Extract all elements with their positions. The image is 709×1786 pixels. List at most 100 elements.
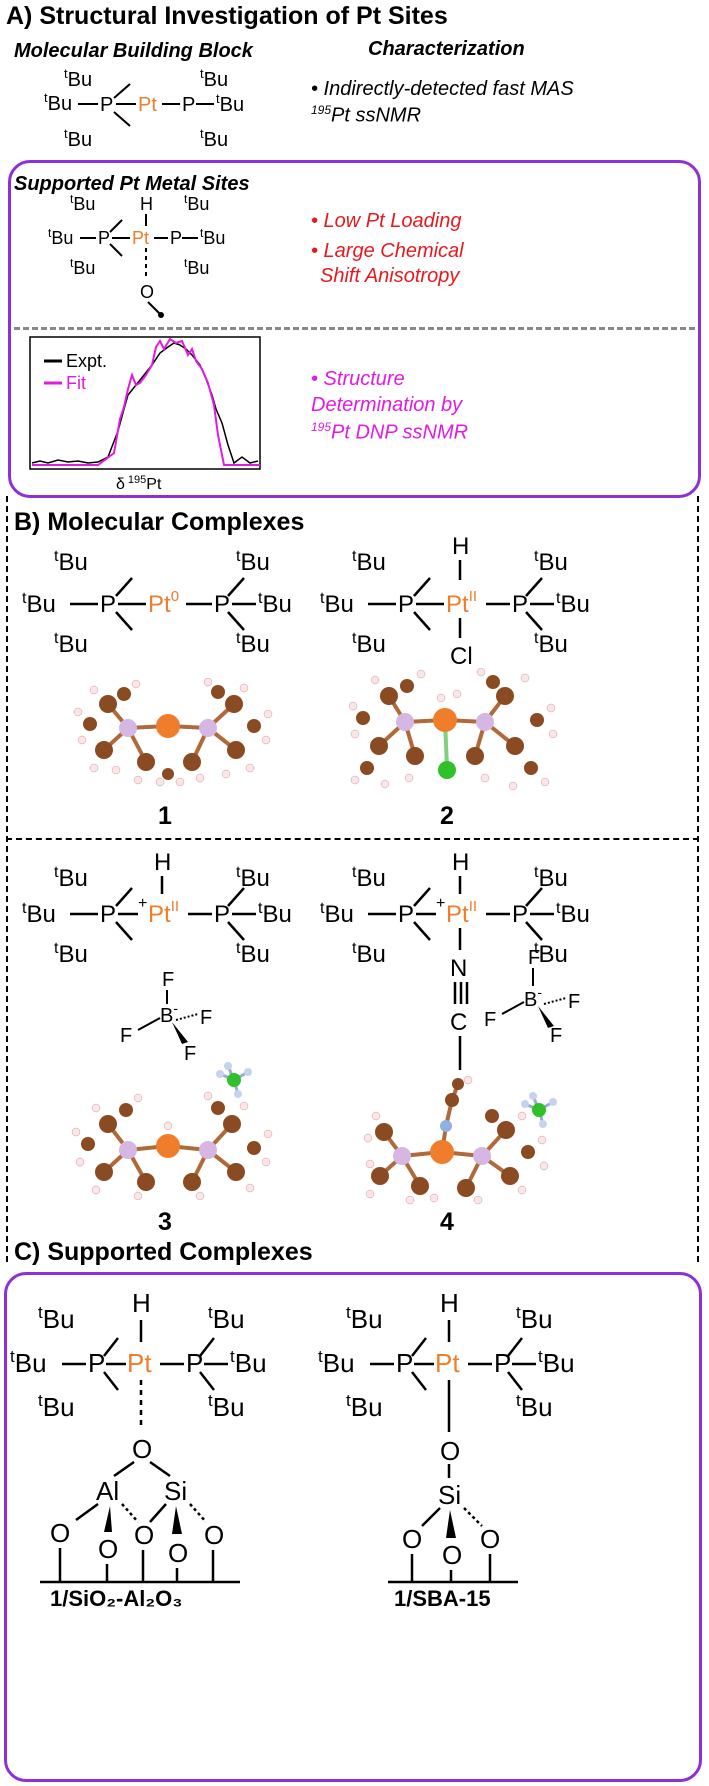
svg-text:tBu: tBu: [22, 590, 56, 618]
svg-text:tBu: tBu: [236, 940, 270, 968]
svg-text:tBu: tBu: [318, 1347, 355, 1378]
svg-text:O: O: [480, 1524, 500, 1554]
svg-text:F: F: [568, 991, 580, 1013]
ball-and-stick-model-2-icon: [348, 668, 558, 791]
svg-text:+: +: [436, 895, 445, 912]
svg-text:tBu: tBu: [54, 864, 88, 892]
svg-text:F: F: [484, 1009, 496, 1031]
svg-text:P: P: [88, 1348, 105, 1378]
complex-4-label: 4: [440, 1208, 454, 1236]
svg-text:+: +: [138, 895, 147, 912]
svg-text:H: H: [140, 194, 153, 214]
svg-text:tBu: tBu: [534, 630, 568, 658]
svg-text:P: P: [398, 591, 414, 618]
svg-text:P: P: [512, 591, 528, 618]
svg-text:tBu: tBu: [320, 900, 354, 928]
svg-text:C: C: [450, 1009, 467, 1036]
svg-text:tBu: tBu: [320, 590, 354, 618]
svg-text:P: P: [398, 901, 414, 928]
svg-text:tBu: tBu: [534, 548, 568, 576]
complex-3-label: 3: [158, 1208, 172, 1236]
ball-and-stick-model-3-icon: [71, 1091, 273, 1200]
bf4-model-4-icon: [521, 1092, 557, 1128]
mag-line3: 195Pt DNP ssNMR: [311, 420, 469, 444]
complex-2-label: 2: [440, 802, 454, 830]
svg-text:tBu: tBu: [230, 1347, 267, 1378]
svg-text:H: H: [154, 849, 171, 876]
section-b-title: B) Molecular Complexes: [14, 508, 305, 536]
svg-text:tBu: tBu: [208, 1391, 245, 1422]
supported-label-left: 1/SiO₂-Al₂O₃: [50, 1586, 183, 1611]
svg-text:P: P: [512, 901, 528, 928]
svg-text:tBu: tBu: [38, 1391, 75, 1422]
supported-complex-sio2-al2o3: H tBu tBu tBu P Pt P tBu tBu tBu O Al Si…: [10, 1288, 267, 1584]
mag-line1: • Structure: [311, 368, 405, 390]
supported-complex-sba15: H tBu tBu tBu P Pt P tBu tBu tBu O Si O …: [318, 1288, 575, 1584]
svg-text:P: P: [214, 901, 230, 928]
supported-sites-label: Supported Pt Metal Sites: [14, 173, 250, 195]
svg-text:tBu: tBu: [236, 548, 270, 576]
svg-text:P: P: [214, 591, 230, 618]
svg-text:O: O: [134, 1520, 154, 1550]
svg-text:O: O: [98, 1534, 118, 1564]
svg-text:tBu: tBu: [556, 900, 590, 928]
section-b-dashed-box: [6, 496, 699, 1262]
svg-text:F: F: [184, 1043, 196, 1065]
svg-text:PtII: PtII: [446, 588, 477, 618]
section-b-divider: [6, 838, 699, 840]
svg-text:tBu: tBu: [64, 126, 92, 151]
svg-text:P: P: [396, 1348, 413, 1378]
svg-text:Pt: Pt: [138, 94, 157, 116]
svg-text:Pt0: Pt0: [148, 588, 179, 618]
svg-text:P: P: [170, 228, 182, 248]
complex-2-structure: H tBu tBu tBu P PtII P tBu tBu tBu Cl: [320, 533, 590, 670]
svg-text:P: P: [186, 1348, 203, 1378]
svg-text:O: O: [132, 1434, 152, 1464]
svg-text:O: O: [442, 1540, 462, 1570]
svg-text:F: F: [200, 1007, 212, 1029]
svg-text:B-: B-: [524, 984, 542, 1011]
svg-text:tBu: tBu: [44, 90, 72, 115]
svg-text:P: P: [100, 94, 113, 116]
supported-label-right: 1/SBA-15: [394, 1586, 491, 1611]
svg-text:tBu: tBu: [352, 548, 386, 576]
svg-text:Pt: Pt: [435, 1348, 460, 1378]
svg-text:Pt: Pt: [132, 228, 149, 248]
supported-complexes-frame: [4, 1272, 702, 1782]
building-block-structure: tBu P tBu tBu Pt P tBu tBu tBu: [44, 66, 244, 151]
svg-text:O: O: [140, 282, 154, 302]
svg-text:O: O: [168, 1538, 188, 1568]
svg-text:tBu: tBu: [352, 864, 386, 892]
section-a-title: A) Structural Investigation of Pt Sites: [6, 2, 448, 30]
svg-text:H: H: [452, 849, 469, 876]
svg-text:tBu: tBu: [64, 66, 92, 91]
complex-1-label: 1: [158, 802, 172, 830]
svg-text:tBu: tBu: [38, 1303, 75, 1334]
characterization-label: Characterization: [368, 38, 525, 60]
supported-sites-frame: [8, 160, 701, 498]
svg-text:B-: B-: [160, 1000, 178, 1027]
svg-text:tBu: tBu: [534, 940, 568, 968]
svg-text:P: P: [100, 901, 116, 928]
svg-text:tBu: tBu: [54, 940, 88, 968]
characterization-line2: 195Pt ssNMR: [311, 103, 422, 127]
svg-text:tBu: tBu: [216, 91, 244, 116]
red-item-1: • Low Pt Loading: [311, 210, 462, 232]
svg-text:P: P: [494, 1348, 511, 1378]
building-block-label: Molecular Building Block: [14, 40, 253, 62]
svg-text:tBu: tBu: [48, 226, 73, 248]
svg-text:tBu: tBu: [200, 226, 225, 248]
svg-text:P: P: [182, 94, 195, 116]
svg-text:F: F: [162, 969, 174, 991]
svg-text:F: F: [528, 947, 540, 969]
svg-text:tBu: tBu: [10, 1347, 47, 1378]
svg-text:O: O: [402, 1524, 422, 1554]
svg-text:Expt.: Expt.: [66, 351, 107, 371]
svg-text:tBu: tBu: [258, 590, 292, 618]
svg-text:PtII: PtII: [148, 898, 179, 928]
red-item-2-line2: Shift Anisotropy: [320, 265, 460, 287]
svg-text:H: H: [440, 1288, 459, 1318]
svg-text:H: H: [452, 533, 469, 560]
